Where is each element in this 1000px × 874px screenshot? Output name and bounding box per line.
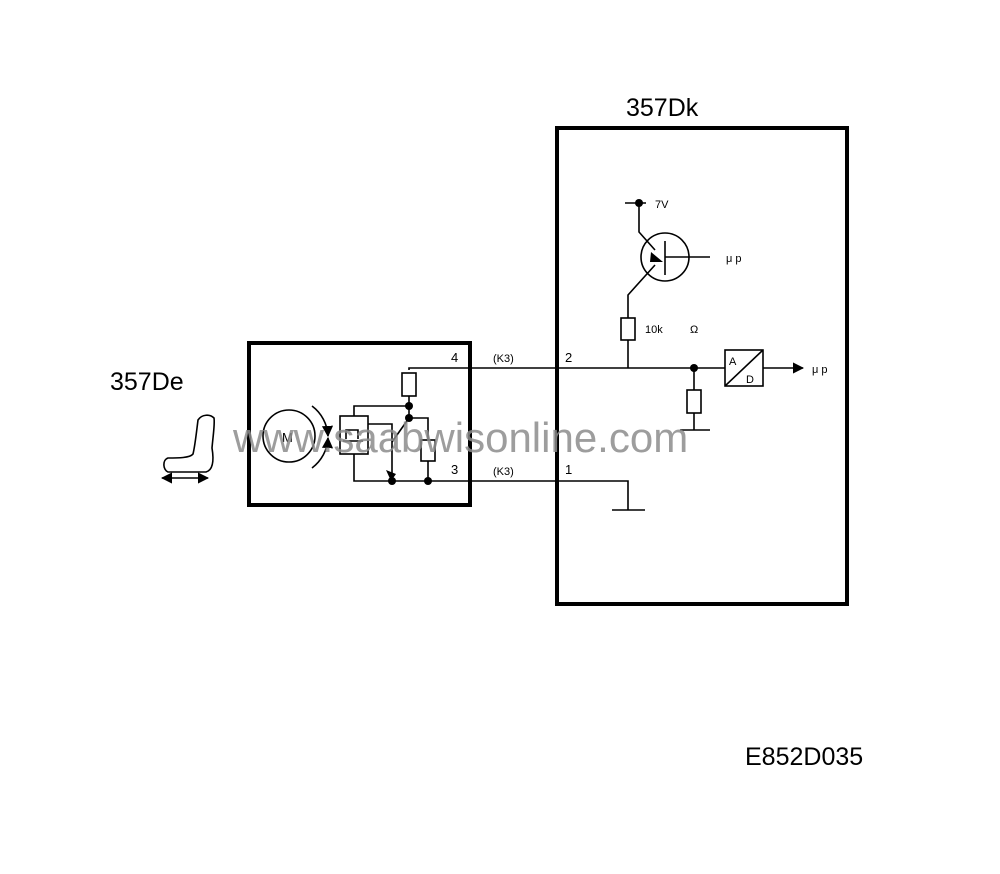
transistor-output-label: μ p [726, 253, 742, 265]
pin-label: 3 [451, 462, 458, 477]
ad-converter [724, 349, 764, 387]
junction-dot [405, 402, 413, 410]
pullup-resistor [620, 317, 636, 341]
junction-dot [388, 477, 396, 485]
motor-icon [262, 405, 334, 469]
junction-dot [424, 477, 432, 485]
connector-label: (K3) [493, 353, 514, 365]
figure-code: E852D035 [745, 743, 863, 771]
seat-module-label: 357De [110, 368, 184, 396]
motor-label: M [282, 430, 293, 445]
control-module-label: 357Dk [626, 94, 699, 122]
transistor-symbol [627, 203, 710, 318]
adc-label-a: A [729, 356, 737, 368]
supply-voltage-label: 7V [655, 199, 669, 211]
pulldown-resistor [686, 389, 702, 414]
watermark: www.saabwisonline.com [232, 414, 688, 461]
resistor-unit-label: Ω [690, 324, 698, 336]
ground-wire [470, 480, 629, 510]
control-module-box [555, 126, 849, 606]
seat-resistor-right [420, 439, 436, 462]
adc-output-label: μ p [812, 364, 828, 376]
seat-resistor-top [401, 372, 417, 397]
seat-module-box [247, 341, 472, 507]
resistor-value-label: 10k [645, 324, 663, 336]
pin-label: 1 [565, 462, 572, 477]
seat-icon [160, 414, 216, 484]
pin-label: 4 [451, 350, 458, 365]
adc-label-d: D [746, 374, 754, 386]
connector-label: (K3) [493, 466, 514, 478]
junction-dot [405, 414, 413, 422]
pin-label: 2 [565, 350, 572, 365]
